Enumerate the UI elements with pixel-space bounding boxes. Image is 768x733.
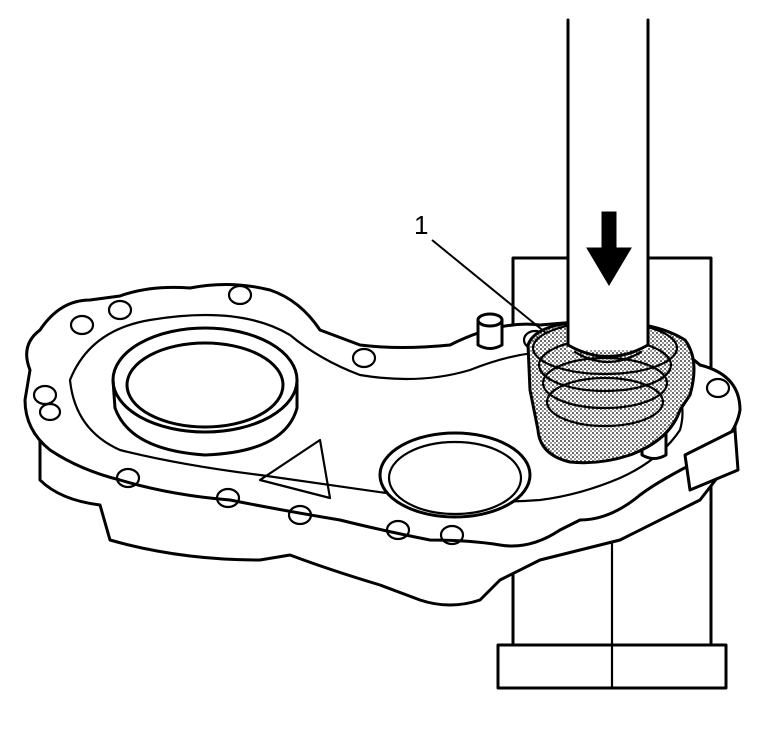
down-arrow — [586, 211, 632, 286]
center-bearing-bore — [378, 431, 532, 519]
driver-handle — [566, 18, 650, 363]
callout-1-label: 1 — [414, 210, 429, 240]
left-bearing-bore — [111, 326, 299, 457]
case-lug — [683, 428, 740, 492]
callout-leader — [431, 239, 547, 334]
bolt-holes — [32, 284, 731, 546]
